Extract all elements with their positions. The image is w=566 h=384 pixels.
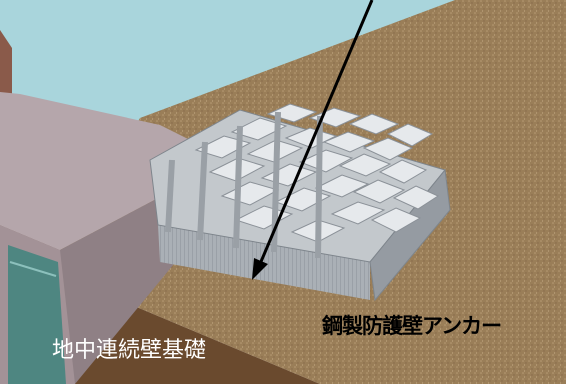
anchor-label: 鋼製防護壁アンカー [322, 314, 502, 338]
pointer-arrow-line [258, 0, 374, 265]
water-highlight [9, 261, 57, 277]
foundation-block-top [0, 92, 230, 250]
steel-grid-cells [194, 103, 440, 243]
water-strip [8, 245, 66, 384]
pointer-arrow-head [252, 258, 268, 280]
frame-edge [0, 30, 12, 100]
foundation-label: 地中連続壁基礎 [52, 338, 207, 363]
